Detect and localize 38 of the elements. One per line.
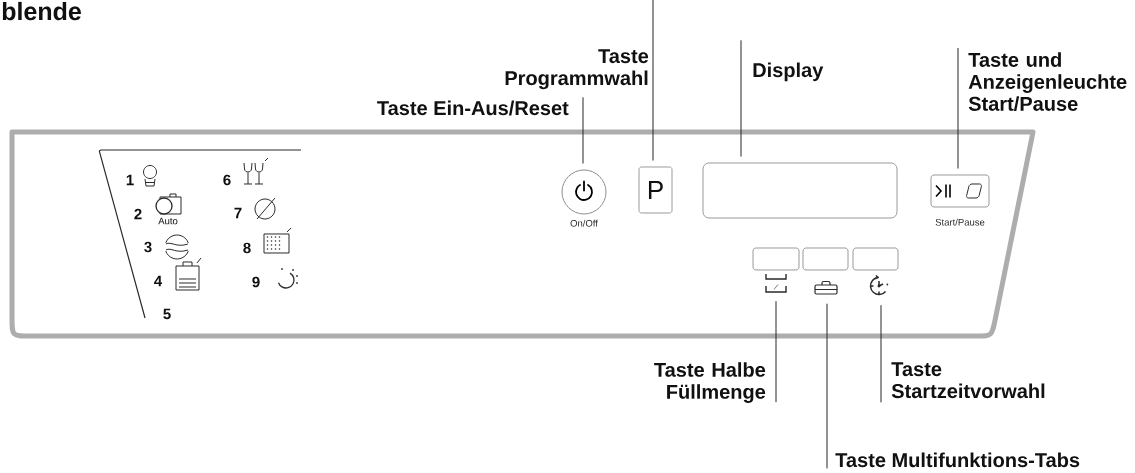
button-caption: On/Off — [570, 219, 598, 227]
start-pause-button — [930, 174, 990, 208]
callout-label: Display — [753, 62, 824, 82]
callout-label: Taste Multifunktions-Tabs — [835, 452, 1080, 468]
leader-line — [740, 39, 742, 158]
leader-line — [957, 47, 959, 170]
callout-label: Taste Halbe Füllmenge — [654, 362, 766, 403]
leader-line — [582, 96, 584, 164]
leader-line — [880, 304, 882, 403]
program-number: 3 — [144, 241, 152, 253]
program-number: 5 — [163, 308, 171, 320]
program-number: 6 — [223, 174, 231, 186]
leader-line — [652, 0, 654, 162]
half-load-icon — [765, 273, 787, 293]
button-caption: Start/Pause — [935, 218, 985, 226]
push-button — [802, 247, 849, 271]
clock-icon — [869, 274, 889, 296]
icon-caption: Auto — [158, 217, 178, 225]
program-number: 7 — [234, 207, 242, 219]
title: blende — [2, 1, 81, 21]
briefcase-icon — [814, 280, 838, 295]
leader-line — [775, 300, 777, 403]
program-button: P — [638, 166, 673, 214]
control-panel — [9, 129, 1036, 339]
display-window — [702, 162, 898, 219]
callout-label: Taste Programmwahl — [505, 49, 649, 90]
program-number: 4 — [154, 275, 163, 287]
leader-line — [826, 303, 828, 469]
program-number: 9 — [252, 276, 260, 288]
callout-label: Taste Startzeitvorwahl — [891, 362, 1045, 399]
program-number: 8 — [243, 242, 251, 254]
program-number: 2 — [134, 208, 142, 220]
callout-label: Taste und Anzeigenleuchte Start/Pause — [968, 52, 1127, 112]
push-button — [752, 247, 800, 271]
program-number: 1 — [126, 174, 134, 186]
callout-label: Taste Ein-Aus/Reset — [377, 100, 569, 116]
push-button — [852, 247, 899, 271]
power-button — [561, 169, 607, 215]
